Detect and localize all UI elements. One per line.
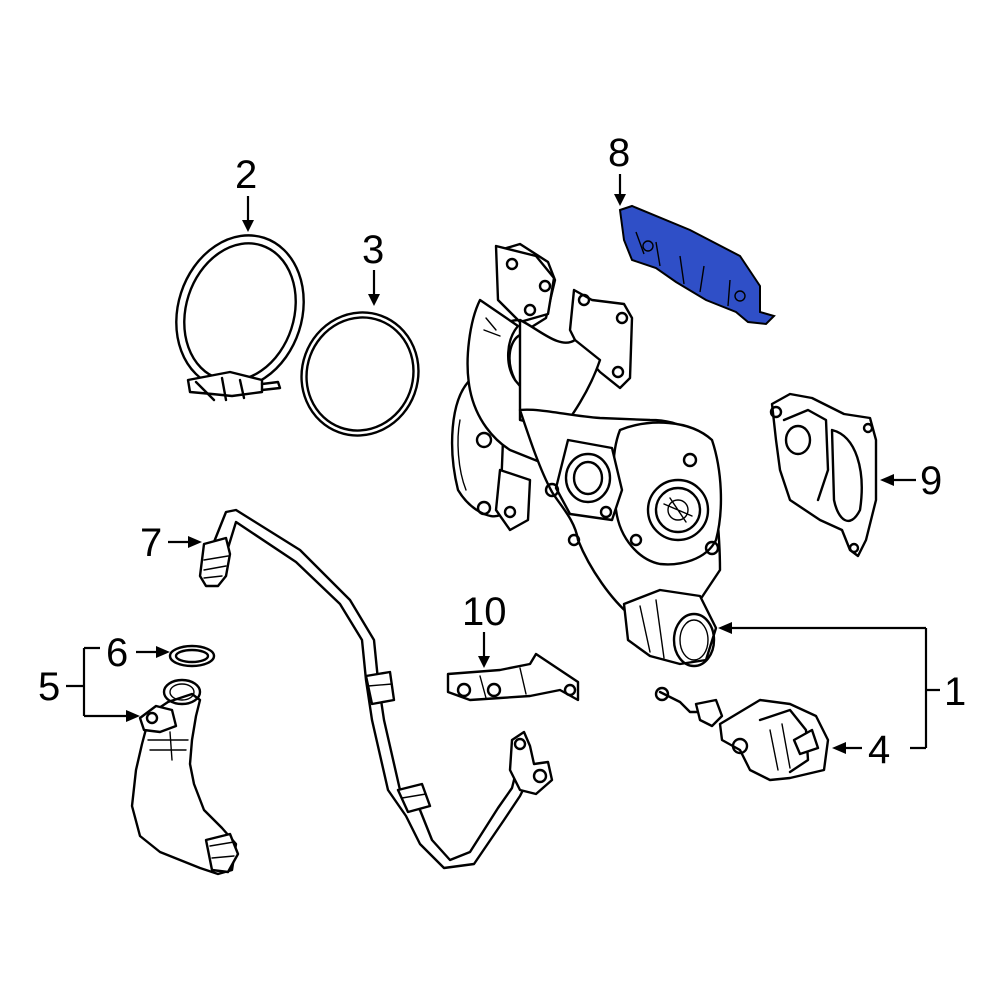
callout-5[interactable]: 5: [38, 665, 61, 709]
part-7-oil-line[interactable]: [198, 508, 554, 870]
part-8-heat-shield[interactable]: [618, 204, 776, 326]
part-2-clamp[interactable]: [157, 219, 323, 406]
callout-6[interactable]: 6: [106, 631, 129, 675]
callout-9[interactable]: 9: [920, 459, 943, 503]
callout-2[interactable]: 2: [235, 153, 258, 197]
callout-7[interactable]: 7: [140, 521, 163, 565]
part-3-gasket[interactable]: [284, 296, 435, 452]
part-9-gasket[interactable]: [769, 392, 878, 558]
part-10-bracket[interactable]: [446, 652, 580, 702]
callout-8[interactable]: 8: [608, 131, 631, 175]
callout-10[interactable]: 10: [462, 590, 507, 634]
callout-4[interactable]: 4: [868, 728, 891, 772]
part-4-actuator[interactable]: [654, 686, 830, 782]
callout-3[interactable]: 3: [362, 228, 385, 272]
leader-lines: [66, 174, 940, 754]
part-6-seal[interactable]: [168, 644, 216, 668]
part-5-hose[interactable]: [130, 678, 240, 876]
callout-1[interactable]: 1: [944, 670, 967, 714]
part-1-turbocharger[interactable]: [450, 242, 723, 668]
